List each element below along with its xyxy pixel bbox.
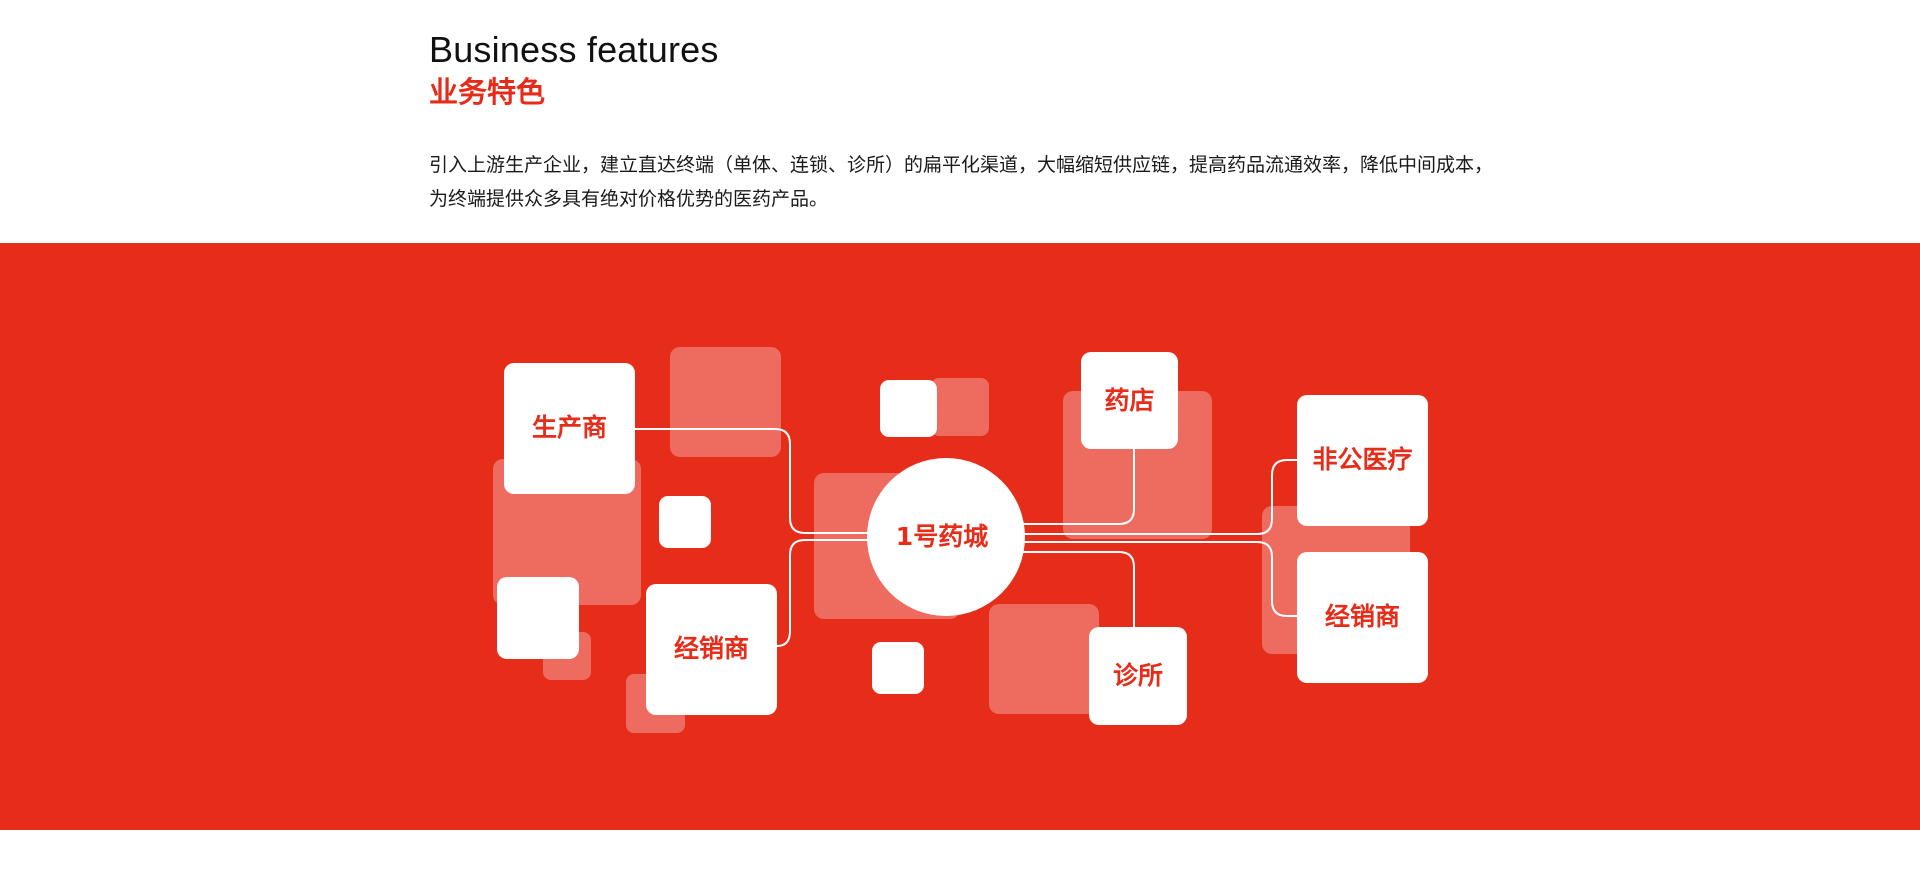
node-box — [1297, 552, 1428, 683]
node-clinic: 诊所 — [1089, 627, 1187, 725]
connector-clinic — [1021, 551, 1135, 628]
decor-tile — [670, 347, 781, 457]
node-non-public-medical-label: 非公医疗 — [1312, 445, 1412, 474]
connector-distributor-right — [1021, 541, 1298, 617]
node-non-public-medical: 非公医疗 — [1297, 395, 1428, 526]
small-tiles — [497, 380, 937, 694]
node-distributor-right: 经销商 — [1297, 552, 1428, 683]
connector-pharmacy — [1021, 448, 1135, 525]
node-clinic-label: 诊所 — [1113, 661, 1163, 690]
decor-tile — [989, 604, 1099, 714]
node-center: 1号药城 — [867, 458, 1025, 616]
decor-tile — [493, 459, 641, 605]
section-description: 引入上游生产企业，建立直达终端（单体、连锁、诊所）的扁平化渠道，大幅缩短供应链，… — [429, 154, 1494, 210]
center-label: 1号药城 — [896, 522, 988, 551]
small-tile — [497, 577, 579, 659]
node-pharmacy: 药店 — [1081, 352, 1178, 449]
node-distributor-left: 经销商 — [646, 584, 777, 715]
connector-distributor-left — [776, 539, 871, 647]
section-title-chinese: 业务特色 — [429, 75, 546, 109]
small-tile — [659, 496, 711, 548]
section-header: Business features 业务特色 引入上游生产企业，建立直达终端（单… — [429, 28, 1509, 216]
decor-tile — [931, 378, 989, 436]
node-distributor-right-label: 经销商 — [1325, 602, 1400, 631]
section-title-english: Business features — [429, 29, 719, 70]
small-tile — [880, 380, 937, 437]
node-distributor-left-label: 经销商 — [674, 634, 749, 663]
node-box — [1081, 352, 1178, 449]
connector-non-public-medical — [1021, 459, 1298, 535]
node-manufacturer-label: 生产商 — [532, 413, 607, 442]
node-pharmacy-label: 药店 — [1104, 386, 1154, 415]
connector-manufacturer — [634, 428, 871, 534]
node-box — [1089, 627, 1187, 725]
center-circle — [867, 458, 1025, 616]
node-box — [646, 584, 777, 715]
node-box — [1297, 395, 1428, 526]
node-manufacturer: 生产商 — [504, 363, 635, 494]
node-box — [504, 363, 635, 494]
connector-lines — [634, 428, 1298, 647]
small-tile — [872, 642, 924, 694]
